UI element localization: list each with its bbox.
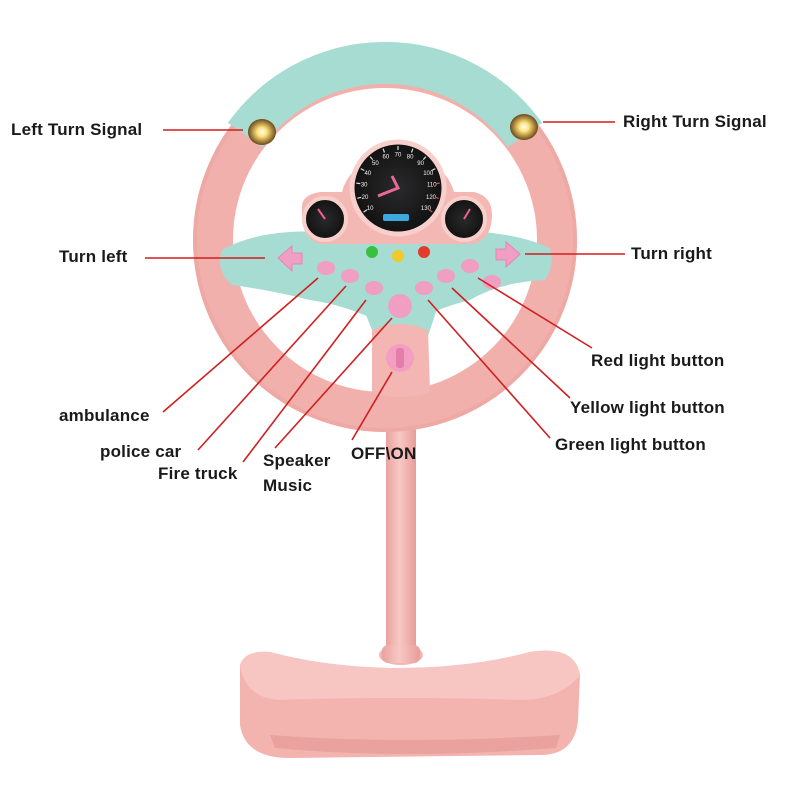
- extra-button-right[interactable]: [483, 275, 501, 289]
- speedometer-tick-mark: [382, 148, 386, 153]
- label-left-turn-signal: Left Turn Signal: [11, 120, 143, 139]
- speedometer-tick-label: 80: [407, 155, 414, 161]
- speedometer-tick-label: 50: [372, 161, 379, 167]
- ambulance-button[interactable]: [317, 261, 335, 275]
- label-fire-truck: Fire truck: [158, 464, 238, 483]
- wheel-rim: [193, 41, 577, 432]
- leader-off-on: [351, 371, 393, 441]
- yellow-light-button[interactable]: [437, 269, 455, 283]
- leader-yellow-light: [451, 287, 571, 399]
- speedometer-tick-mark: [428, 209, 433, 213]
- green-indicator-light: [366, 246, 378, 258]
- speedometer-tick-mark: [360, 168, 365, 172]
- leader-red-light: [477, 277, 593, 349]
- speedometer-tick-mark: [363, 209, 368, 213]
- label-off-on: OFF\ON: [351, 444, 417, 463]
- leader-speaker-music: [274, 317, 393, 449]
- label-red-light-button: Red light button: [591, 351, 725, 370]
- label-ambulance: ambulance: [59, 406, 150, 425]
- speedometer-tick-label: 90: [417, 161, 424, 167]
- stand-base: [240, 650, 580, 758]
- label-speaker: Speaker: [263, 451, 331, 470]
- speaker-music-button[interactable]: [388, 294, 412, 318]
- label-turn-right: Turn right: [631, 244, 712, 263]
- leader-green-light: [427, 299, 551, 439]
- speedometer-tick-mark: [435, 182, 440, 185]
- right-turn-signal-light: [510, 114, 538, 140]
- speedometer-tick-label: 110: [427, 183, 437, 189]
- speedometer-tick-label: 120: [426, 195, 437, 201]
- speedometer-tick-label: 10: [367, 206, 374, 212]
- speedometer-tick-mark: [410, 148, 414, 153]
- red-indicator-light: [418, 246, 430, 258]
- fire-truck-button[interactable]: [365, 281, 383, 295]
- stand-pole: [379, 395, 423, 665]
- label-music: Music: [263, 476, 313, 495]
- speedometer-tick-label: 30: [361, 183, 368, 189]
- label-turn-left: Turn left: [59, 247, 128, 266]
- green-light-button[interactable]: [415, 281, 433, 295]
- turn-left-button[interactable]: [277, 244, 303, 273]
- speedometer-tick-label: 130: [421, 206, 432, 212]
- leader-police-car: [197, 285, 347, 451]
- speedometer-tick-mark: [422, 156, 427, 160]
- speedometer-tick-label: 60: [383, 155, 390, 161]
- leader-ambulance: [162, 277, 319, 413]
- speedometer-tick-mark: [434, 196, 439, 199]
- police-car-button[interactable]: [341, 269, 359, 283]
- left-turn-signal-light: [248, 119, 276, 145]
- speedometer-tick-label: 100: [423, 171, 434, 177]
- label-police-car: police car: [100, 442, 182, 461]
- red-light-button[interactable]: [461, 259, 479, 273]
- speedometer-tick-label: 20: [362, 195, 369, 201]
- label-yellow-light-button: Yellow light button: [570, 398, 725, 417]
- speedometer-tick-label: 40: [364, 171, 371, 177]
- power-knob[interactable]: [386, 344, 414, 372]
- turn-right-button[interactable]: [495, 240, 521, 269]
- speedometer-tick-mark: [356, 182, 361, 185]
- label-green-light-button: Green light button: [555, 435, 706, 454]
- label-right-turn-signal: Right Turn Signal: [623, 112, 767, 131]
- speedometer-tick-mark: [357, 196, 362, 199]
- speedometer-tick-mark: [431, 168, 436, 172]
- leader-lines: [145, 121, 625, 463]
- speedometer-tick-mark: [369, 156, 374, 160]
- leader-fire-truck: [242, 299, 367, 463]
- speedometer-tick-label: 70: [395, 153, 402, 159]
- yellow-indicator-light: [392, 250, 404, 262]
- indicator-lights: [366, 246, 430, 262]
